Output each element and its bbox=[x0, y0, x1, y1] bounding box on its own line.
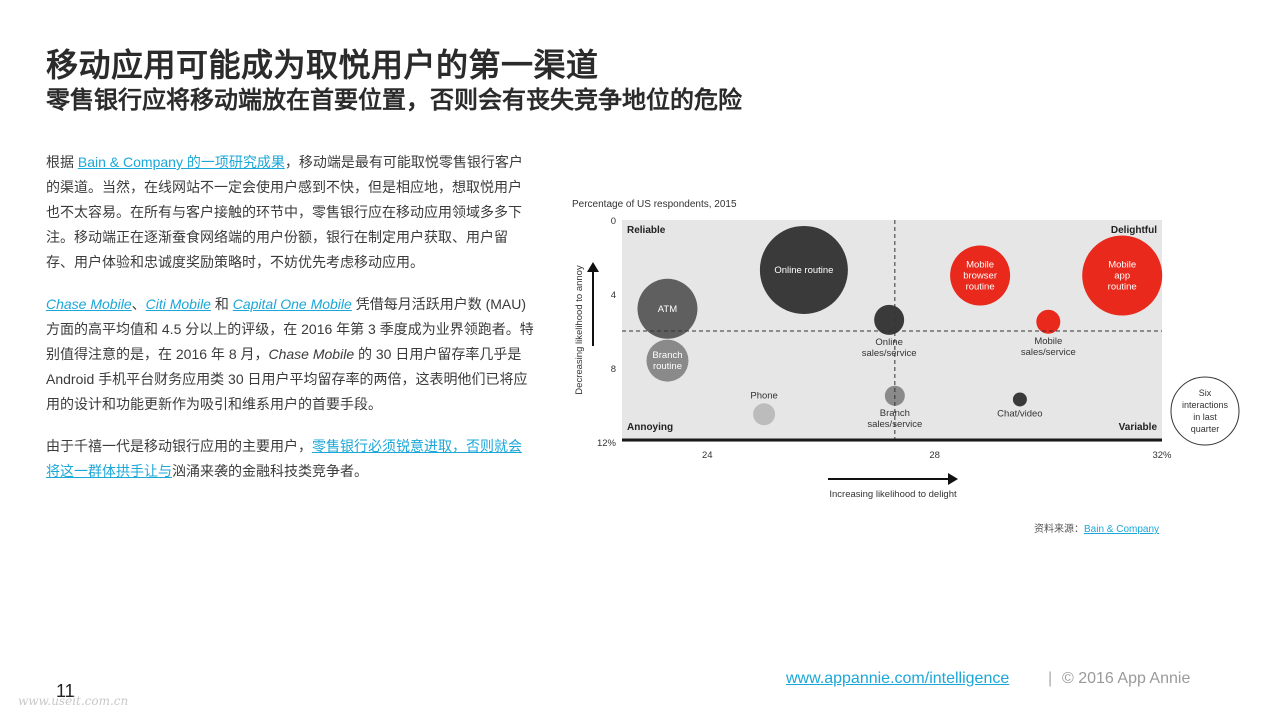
p2-text-a: 凭借每月活跃用户数 (MAU) 方面的高平均值和 4.5 分以上的评级，在 20… bbox=[46, 296, 534, 362]
x-axis-arrowhead bbox=[948, 473, 958, 485]
size-legend-label: interactions bbox=[1182, 400, 1229, 410]
source-note: 资料来源：Bain & Company bbox=[1034, 520, 1159, 535]
bubble-mobile-browser-routine bbox=[950, 245, 1011, 306]
p3-text-b: 汹涌来袭的金融科技类竞争者。 bbox=[172, 463, 368, 479]
bubble-branch-routine bbox=[646, 339, 689, 382]
bubble-label-mobile-browser-routine: browser bbox=[963, 271, 997, 282]
bubble-label-mobile-app-routine: app bbox=[1114, 271, 1130, 282]
bubble-label-mobile-browser-routine: routine bbox=[966, 282, 995, 293]
citi-mobile-link[interactable]: Citi Mobile bbox=[145, 296, 211, 312]
bubble-label-phone: Phone bbox=[750, 390, 777, 401]
quadrant-label-delightful: Delightful bbox=[1111, 225, 1157, 236]
bubble-label-mobile-app-routine: routine bbox=[1108, 282, 1137, 293]
source-label: 资料来源： bbox=[1034, 524, 1084, 535]
bubble-phone bbox=[753, 403, 776, 426]
bubble-label-branch-routine: routine bbox=[653, 361, 682, 372]
bubble-label-mobile-browser-routine: Mobile bbox=[966, 260, 994, 271]
watermark: www.useit.com.cn bbox=[18, 694, 129, 708]
p2-sep: 、 bbox=[131, 296, 146, 312]
bubble-label-online-routine: Online routine bbox=[774, 265, 833, 276]
bubble-label-mobile-sales-service: Mobile bbox=[1034, 336, 1062, 347]
bubble-label-chat-video: Chat/video bbox=[997, 408, 1042, 419]
p3-text-a: 由于千禧一代是移动银行应用的主要用户， bbox=[46, 438, 312, 454]
page-number: 11 bbox=[56, 681, 75, 701]
y-tick-label: 4 bbox=[611, 290, 616, 301]
bubble-label-online-sales-service: Online bbox=[875, 337, 902, 348]
page-subtitle: 零售银行应将移动端放在首要位置，否则会有丧失竞争地位的危险 bbox=[46, 87, 742, 114]
bubble-label-online-sales-service: sales/service bbox=[862, 348, 917, 359]
bubble-label-branch-sales-service: Branch bbox=[880, 408, 910, 419]
paragraph-3: 由于千禧一代是移动银行应用的主要用户，零售银行必须锐意进取，否则就会将这一群体拱… bbox=[46, 434, 534, 484]
paragraph-2: Chase Mobile、Citi Mobile 和 Capital One M… bbox=[46, 292, 534, 417]
x-axis-label: Increasing likelihood to delight bbox=[829, 489, 957, 500]
x-tick-label: 24 bbox=[702, 450, 713, 461]
x-tick-label: 28 bbox=[929, 450, 940, 461]
bubble-online-sales-service bbox=[874, 304, 905, 335]
footer-copyright: © 2016 App Annie bbox=[1062, 670, 1191, 687]
bubble-chart: Percentage of US respondents, 2015 Onlin… bbox=[572, 199, 1240, 500]
capital-one-mobile-link[interactable]: Capital One Mobile bbox=[232, 296, 352, 312]
p2-chase-italic: Chase Mobile bbox=[268, 346, 355, 362]
y-axis-label: Decreasing likelihood to annoy bbox=[574, 265, 585, 395]
bubble-atm bbox=[637, 278, 698, 339]
y-tick-label: 12% bbox=[597, 438, 617, 449]
bubble-label-branch-routine: Branch bbox=[652, 350, 682, 361]
y-tick-label: 0 bbox=[611, 216, 616, 227]
bubble-label-mobile-sales-service: sales/service bbox=[1021, 347, 1076, 358]
retail-bank-link[interactable]: 零售银行必须锐意进取，否则就会将这一群体拱手让与 bbox=[46, 438, 522, 479]
p1-text-a: 根据 bbox=[46, 154, 78, 170]
size-legend-label: quarter bbox=[1191, 424, 1220, 434]
quadrant-label-variable: Variable bbox=[1119, 422, 1158, 433]
footer-link[interactable]: www.appannie.com/intelligence bbox=[786, 670, 1010, 687]
footer-separator: | bbox=[1048, 670, 1053, 687]
p2-text-b: 的 30 日用户留存率几乎是 Android 手机平台财务应用类 30 日用户平… bbox=[46, 346, 528, 412]
size-legend-circle bbox=[1170, 376, 1240, 446]
source-link[interactable]: Bain & Company bbox=[1084, 524, 1160, 535]
chase-mobile-link[interactable]: Chase Mobile bbox=[46, 296, 132, 312]
bain-study-link[interactable]: Bain & Company 的一项研究成果 bbox=[77, 154, 285, 170]
bubble-label-atm: ATM bbox=[658, 304, 677, 315]
p2-and: 和 bbox=[210, 296, 233, 312]
size-legend-label: Six bbox=[1199, 388, 1212, 398]
paragraph-1: 根据 Bain & Company 的一项研究成果，移动端是最有可能取悦零售银行… bbox=[46, 150, 534, 275]
bubble-label-mobile-app-routine: Mobile bbox=[1108, 260, 1136, 271]
bubble-mobile-app-routine bbox=[1082, 235, 1163, 316]
quadrant-label-annoying: Annoying bbox=[627, 422, 673, 433]
bubble-chat-video bbox=[1012, 392, 1027, 407]
x-tick-label: 32% bbox=[1152, 450, 1172, 461]
body-text: 根据 Bain & Company 的一项研究成果，移动端是最有可能取悦零售银行… bbox=[46, 150, 534, 501]
bubble-mobile-sales-service bbox=[1036, 309, 1061, 334]
quadrant-label-reliable: Reliable bbox=[627, 225, 666, 236]
bubble-online-routine bbox=[759, 225, 848, 314]
size-legend-label: in last bbox=[1193, 412, 1217, 422]
chart-title: Percentage of US respondents, 2015 bbox=[572, 199, 737, 210]
y-axis-arrowhead bbox=[587, 262, 599, 272]
y-tick-label: 8 bbox=[611, 364, 616, 375]
p1-text-b: ，移动端是最有可能取悦零售银行客户的渠道。当然，在线网站不一定会使用户感到不快，… bbox=[46, 154, 523, 270]
page-title: 移动应用可能成为取悦用户的第一渠道 bbox=[46, 47, 599, 83]
